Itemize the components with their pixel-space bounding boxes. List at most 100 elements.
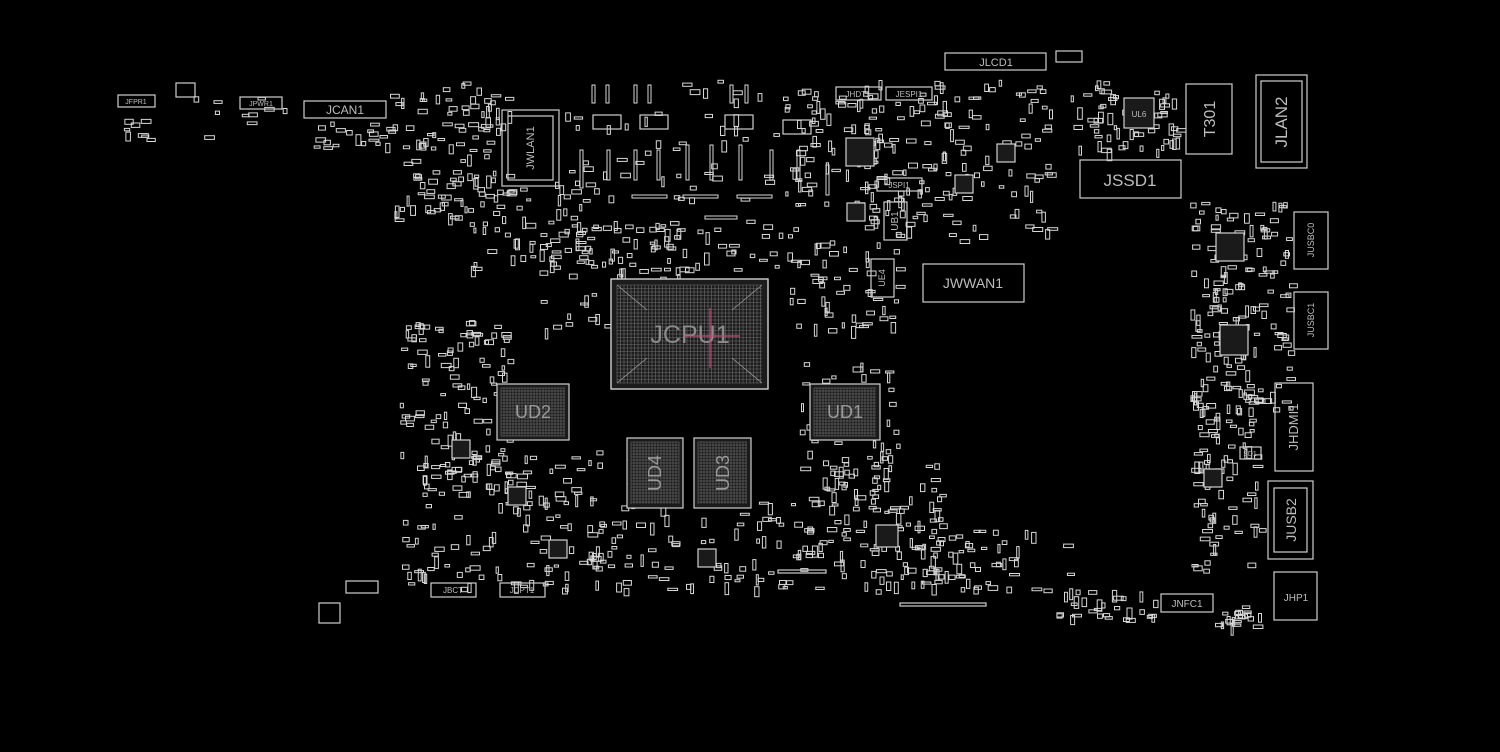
label-ud3: UD3 (713, 455, 733, 491)
component-jlan2[interactable]: JLAN2 (1255, 74, 1308, 169)
component-ud4[interactable]: UD4 (626, 437, 684, 509)
component-ud3[interactable]: UD3 (693, 437, 752, 509)
smd-pad (924, 141, 932, 146)
component-ud1[interactable]: UD1 (809, 383, 881, 441)
smd-pad (417, 192, 426, 196)
component-jfpr1[interactable]: JFPR1 (117, 94, 156, 108)
smd-pad (1015, 92, 1023, 96)
smd-pad (955, 139, 965, 145)
smd-pad (922, 164, 933, 169)
smd-pad (130, 122, 141, 128)
smd-pad (481, 111, 485, 119)
smd-pad (1036, 209, 1043, 214)
smd-pad (709, 575, 715, 583)
smd-pad (1236, 365, 1246, 370)
component-jhdmi1[interactable]: JHDMI1 (1274, 382, 1314, 472)
smd-pad (559, 185, 565, 195)
component-sd1[interactable]: SD1 (1239, 446, 1262, 460)
smd-pad (939, 523, 948, 530)
component-jspi1[interactable]: JSPI1 (876, 177, 923, 192)
smd-pad (958, 574, 966, 578)
smd-pad (882, 305, 886, 316)
smd-pad (1247, 492, 1257, 496)
component-jssd1[interactable]: JSSD1 (1079, 159, 1182, 199)
component-jnfc1[interactable]: JNFC1 (1160, 593, 1214, 613)
smd-pad (551, 250, 562, 254)
smd-pad (1224, 288, 1234, 295)
smd-pad (553, 564, 559, 568)
smd-pad (974, 585, 982, 590)
component-jhdt1[interactable]: JHDT1 (835, 86, 882, 101)
smd-pad (598, 528, 604, 534)
smd-pad (834, 477, 840, 490)
smd-pad (1161, 145, 1165, 151)
smd-pad (539, 249, 545, 262)
component-jlcd1[interactable]: JLCD1 (944, 52, 1047, 71)
smd-pad (510, 255, 516, 267)
smd-pad (456, 571, 463, 578)
smd-pad (830, 470, 836, 477)
smd-pad (855, 495, 867, 501)
smd-pad (1232, 317, 1240, 322)
smd-pad (885, 210, 890, 217)
smd-pad (887, 455, 894, 464)
smd-pad (826, 527, 838, 533)
smd-pad (1206, 403, 1217, 409)
component-jpwr1[interactable]: JPWR1 (239, 96, 283, 110)
component-jhp1[interactable]: JHP1 (1273, 571, 1318, 621)
smd-pad (434, 546, 445, 552)
smd-pad (838, 466, 844, 479)
smd-pad (506, 472, 512, 479)
component-ue4[interactable]: UE4 (870, 258, 895, 298)
smd-pad (523, 505, 531, 511)
smd-pad (491, 332, 498, 339)
smd-pad (1081, 597, 1088, 608)
smd-pad (831, 375, 837, 380)
smd-pad (424, 424, 435, 430)
smd-pad (895, 231, 902, 238)
smd-pad (465, 320, 477, 327)
smd-pad (929, 501, 935, 514)
component-jcpt1[interactable]: JCPT1 (499, 582, 546, 598)
smd-pad (591, 555, 602, 562)
smd-pad (1213, 280, 1224, 286)
smd-pad (919, 92, 927, 97)
component-jwlan1[interactable]: JWLAN1 (501, 109, 560, 187)
smd-pad (797, 260, 801, 269)
component-jespi1[interactable]: JESPI1 (885, 86, 933, 101)
component-jusbc0[interactable]: JUSBC0 (1293, 211, 1329, 270)
smd-pad (427, 488, 437, 492)
smd-pad (1205, 419, 1215, 425)
smd-pad (636, 522, 646, 528)
label-sd1: SD1 (1243, 451, 1257, 458)
component-jwwan1[interactable]: JWWAN1 (922, 263, 1025, 303)
smd-pad (440, 362, 452, 369)
component-ub1[interactable]: UB1 (883, 201, 908, 241)
smd-pad (466, 330, 473, 336)
component-t301[interactable]: T301 (1185, 83, 1233, 155)
smd-pad (864, 123, 870, 130)
smd-pad (655, 222, 660, 231)
smd-pad (871, 108, 878, 114)
component-jcpu1[interactable]: JCPU1 (610, 278, 769, 390)
smd-pad (818, 276, 828, 281)
smd-pad (440, 445, 450, 450)
smd-pad (1199, 448, 1209, 453)
smd-pad (1254, 497, 1258, 509)
component-jusb2[interactable]: JUSB2 (1267, 480, 1314, 560)
component-jcan1[interactable]: JCAN1 (303, 100, 387, 119)
component-ud2[interactable]: UD2 (496, 383, 570, 441)
smd-pad (368, 138, 380, 142)
smd-pad (472, 471, 478, 483)
smd-pad (829, 240, 836, 246)
component-jbct[interactable]: JBCT (430, 582, 477, 598)
component-jusbc1[interactable]: JUSBC1 (1293, 291, 1329, 350)
component-ul6[interactable]: UL6 (1123, 97, 1155, 129)
smd-pad (490, 94, 502, 98)
smd-pad (576, 241, 587, 244)
smd-pad (1276, 383, 1282, 389)
smd-pad (873, 475, 881, 480)
smd-pad (789, 297, 794, 306)
smd-pad (649, 241, 656, 245)
